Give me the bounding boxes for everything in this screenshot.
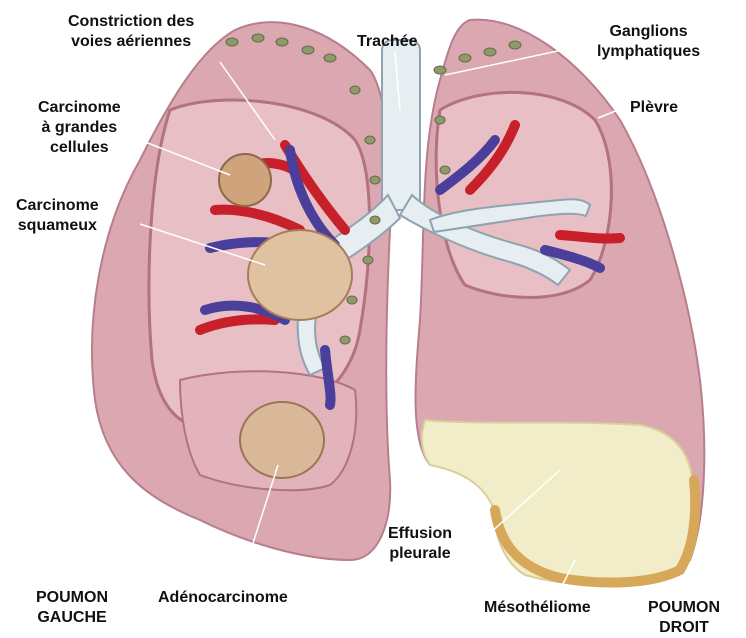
label-pleural-effusion-line1: Effusion xyxy=(388,524,452,544)
label-large-cell-carcinoma-line2: à grandes xyxy=(38,118,121,138)
label-left-lung-line1: POUMON xyxy=(36,588,108,608)
label-airway-constriction-line2: voies aériennes xyxy=(68,32,194,52)
label-mesothelioma: Mésothéliome xyxy=(484,598,591,618)
label-right-lung: POUMON DROIT xyxy=(648,598,720,638)
label-airway-constriction: Constriction des voies aériennes xyxy=(68,12,194,52)
label-large-cell-carcinoma-line1: Carcinome xyxy=(38,98,121,118)
label-right-lung-line2: DROIT xyxy=(648,618,720,638)
label-left-lung: POUMON GAUCHE xyxy=(36,588,108,628)
adenocarcinoma-tumor xyxy=(240,402,324,478)
label-pleural-effusion-line2: pleurale xyxy=(388,544,452,564)
label-airway-constriction-line1: Constriction des xyxy=(68,12,194,32)
label-large-cell-carcinoma-line3: cellules xyxy=(38,138,121,158)
label-lymph-nodes: Ganglions lymphatiques xyxy=(597,22,700,62)
label-adenocarcinoma: Adénocarcinome xyxy=(158,588,288,608)
label-trachea: Trachée xyxy=(357,32,417,52)
label-squamous-carcinoma-line2: squameux xyxy=(16,216,99,236)
label-lymph-nodes-line1: Ganglions xyxy=(597,22,700,42)
label-squamous-carcinoma: Carcinome squameux xyxy=(16,196,99,236)
label-large-cell-carcinoma: Carcinome à grandes cellules xyxy=(38,98,121,158)
label-squamous-carcinoma-line1: Carcinome xyxy=(16,196,99,216)
large-cell-carcinoma xyxy=(219,154,271,206)
label-pleura: Plèvre xyxy=(630,98,678,118)
pleural-effusion-region xyxy=(422,420,693,584)
squamous-carcinoma xyxy=(248,230,352,320)
label-left-lung-line2: GAUCHE xyxy=(36,608,108,628)
label-right-lung-line1: POUMON xyxy=(648,598,720,618)
label-pleural-effusion: Effusion pleurale xyxy=(388,524,452,564)
label-lymph-nodes-line2: lymphatiques xyxy=(597,42,700,62)
